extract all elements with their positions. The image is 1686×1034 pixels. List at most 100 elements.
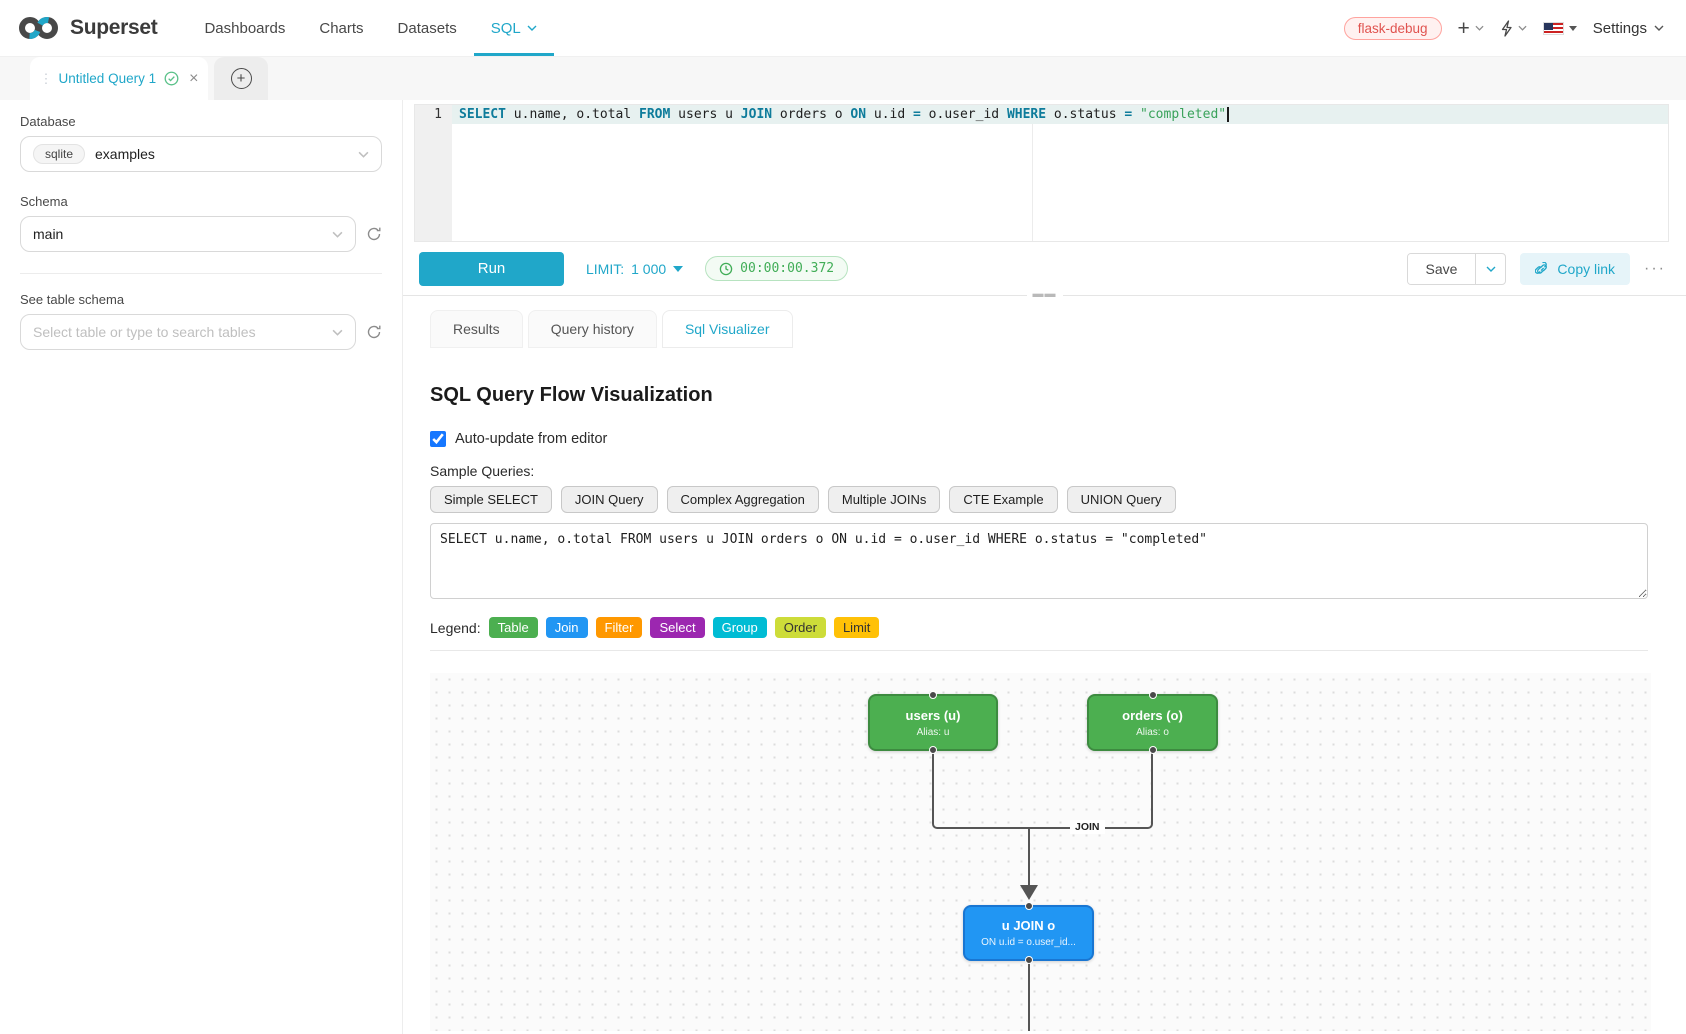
database-select[interactable]: sqlite examples — [20, 136, 382, 172]
database-label: Database — [20, 114, 76, 129]
sql-token: o.user_id — [920, 107, 1007, 122]
database-select-value: examples — [95, 146, 155, 162]
sample-multiple-joins-button[interactable]: Multiple JOINs — [827, 486, 941, 513]
more-options-button[interactable]: ··· — [1644, 259, 1666, 277]
save-button[interactable]: Save — [1407, 253, 1476, 284]
query-tab-strip: ⋮ Untitled Query 1 × + — [0, 57, 1686, 100]
new-query-tab[interactable]: + — [214, 57, 268, 100]
table-select-placeholder: Select table or type to search tables — [33, 324, 256, 340]
query-tab-title: Untitled Query 1 — [58, 71, 157, 86]
sidebar-divider — [20, 273, 382, 274]
query-tab-untitled-1[interactable]: ⋮ Untitled Query 1 × — [30, 57, 208, 100]
superset-logo[interactable]: Superset — [16, 14, 158, 42]
plus-icon: + — [1457, 16, 1470, 40]
settings-menu[interactable]: Settings — [1593, 20, 1664, 37]
sql-visualizer-panel: SQL Query Flow Visualization Auto-update… — [403, 348, 1686, 1034]
node-subtitle: Alias: o — [1136, 726, 1169, 738]
sample-simple-select-button[interactable]: Simple SELECT — [430, 486, 552, 513]
copy-link-button[interactable]: Copy link — [1520, 252, 1631, 285]
splitter-handle-icon[interactable]: ▬▬ — [1026, 289, 1063, 300]
sample-join-query-button[interactable]: JOIN Query — [560, 486, 658, 513]
infinity-logo-icon — [19, 17, 58, 39]
caret-down-icon — [1568, 25, 1577, 31]
link-icon — [1535, 261, 1548, 274]
auto-update-label: Auto-update from editor — [455, 431, 608, 447]
nav-menu: Dashboards Charts Datasets SQL — [187, 0, 553, 56]
drag-handle-icon[interactable]: ⋮ — [39, 70, 53, 86]
tab-results[interactable]: Results — [430, 310, 523, 348]
editor-toolbar: Run LIMIT: 1 000 00:00:00.372 Save — [403, 247, 1686, 290]
sql-token: ON — [850, 107, 867, 122]
sql-token: = — [913, 107, 921, 122]
nav-item-charts[interactable]: Charts — [319, 19, 364, 37]
content-divider — [430, 650, 1648, 651]
brand-name: Superset — [70, 16, 158, 39]
save-options-button[interactable] — [1475, 253, 1505, 284]
query-search-menu[interactable] — [1500, 19, 1527, 37]
refresh-tables-icon[interactable] — [366, 324, 382, 340]
schema-select[interactable]: main — [20, 216, 356, 252]
node-handle[interactable] — [1148, 746, 1157, 754]
schema-select-value: main — [33, 226, 64, 242]
new-item-menu[interactable]: + — [1458, 18, 1484, 39]
visualizer-query-input[interactable]: SELECT u.name, o.total FROM users u JOIN… — [430, 523, 1648, 599]
caret-down-icon — [673, 265, 684, 272]
tab-sql-visualizer[interactable]: Sql Visualizer — [661, 310, 793, 348]
flow-node-join[interactable]: u JOIN o ON u.id = o.user_id... — [963, 902, 1094, 964]
tab-query-history[interactable]: Query history — [527, 310, 657, 348]
node-handle[interactable] — [929, 691, 937, 699]
limit-dropdown[interactable]: LIMIT: 1 000 — [586, 261, 684, 277]
flow-canvas[interactable]: users (u) Alias: u orders (o) Alias: o u… — [430, 673, 1651, 1031]
lightning-icon — [1501, 19, 1512, 37]
legend-badge-filter: Filter — [595, 617, 643, 638]
table-schema-label: See table schema — [20, 292, 125, 307]
legend-badge-join: Join — [545, 617, 588, 638]
sample-union-query-button[interactable]: UNION Query — [1066, 486, 1176, 513]
line-number: 1 — [434, 107, 442, 122]
run-button[interactable]: Run — [419, 251, 564, 286]
database-engine-tag: sqlite — [33, 144, 86, 164]
sql-editor[interactable]: 1 SELECT u.name, o.total FROM users u JO… — [414, 104, 1669, 242]
nav-item-dashboards[interactable]: Dashboards — [204, 19, 286, 37]
flow-edges — [932, 751, 1153, 1031]
chevron-down-icon — [1518, 25, 1527, 31]
south-pane-divider[interactable]: ▬▬ — [403, 289, 1686, 300]
clock-icon — [719, 262, 733, 275]
sample-complex-aggregation-button[interactable]: Complex Aggregation — [666, 486, 819, 513]
sqllab-left-sidebar: Database sqlite examples Schema main See… — [0, 100, 402, 1034]
close-tab-icon[interactable]: × — [189, 69, 199, 87]
chevron-down-icon — [527, 25, 537, 31]
add-tab-icon: + — [230, 68, 252, 89]
sample-queries-label: Sample Queries: — [430, 463, 535, 479]
sample-cte-example-button[interactable]: CTE Example — [949, 486, 1058, 513]
refresh-schemas-icon[interactable] — [366, 226, 382, 242]
sql-token: u.id — [866, 107, 914, 122]
auto-update-checkbox[interactable] — [430, 431, 446, 447]
sql-code-line[interactable]: SELECT u.name, o.total FROM users u JOIN… — [452, 105, 1668, 124]
table-select[interactable]: Select table or type to search tables — [20, 314, 356, 350]
sql-token: users u — [670, 107, 741, 122]
nav-right: flask-debug + Settings — [1343, 16, 1664, 40]
flow-node-orders[interactable]: orders (o) Alias: o — [1087, 691, 1218, 754]
chevron-down-icon — [1654, 25, 1664, 31]
language-picker[interactable] — [1542, 21, 1577, 35]
sqllab-main-pane: 1 SELECT u.name, o.total FROM users u JO… — [402, 100, 1686, 1034]
nav-item-datasets[interactable]: Datasets — [397, 19, 457, 37]
node-handle[interactable] — [1024, 902, 1033, 910]
flow-node-users[interactable]: users (u) Alias: u — [868, 691, 998, 754]
sql-token: JOIN — [740, 107, 773, 122]
sql-token: = — [1124, 107, 1133, 122]
top-navbar: Superset Dashboards Charts Datasets SQL … — [0, 0, 1686, 57]
chevron-down-icon — [1475, 25, 1484, 31]
nav-item-sql[interactable]: SQL — [474, 0, 554, 56]
node-title: orders (o) — [1122, 707, 1183, 723]
legend-label: Legend: — [430, 619, 481, 636]
join-edge-label: JOIN — [1070, 820, 1105, 834]
node-handle[interactable] — [1024, 956, 1033, 964]
legend-row: Legend: Table Join Filter Select Group O… — [430, 617, 1647, 638]
chevron-down-icon — [1486, 266, 1496, 272]
node-handle[interactable] — [929, 746, 937, 754]
node-handle[interactable] — [1148, 691, 1157, 699]
legend-badge-table: Table — [488, 617, 538, 638]
node-title: users (u) — [905, 707, 961, 723]
